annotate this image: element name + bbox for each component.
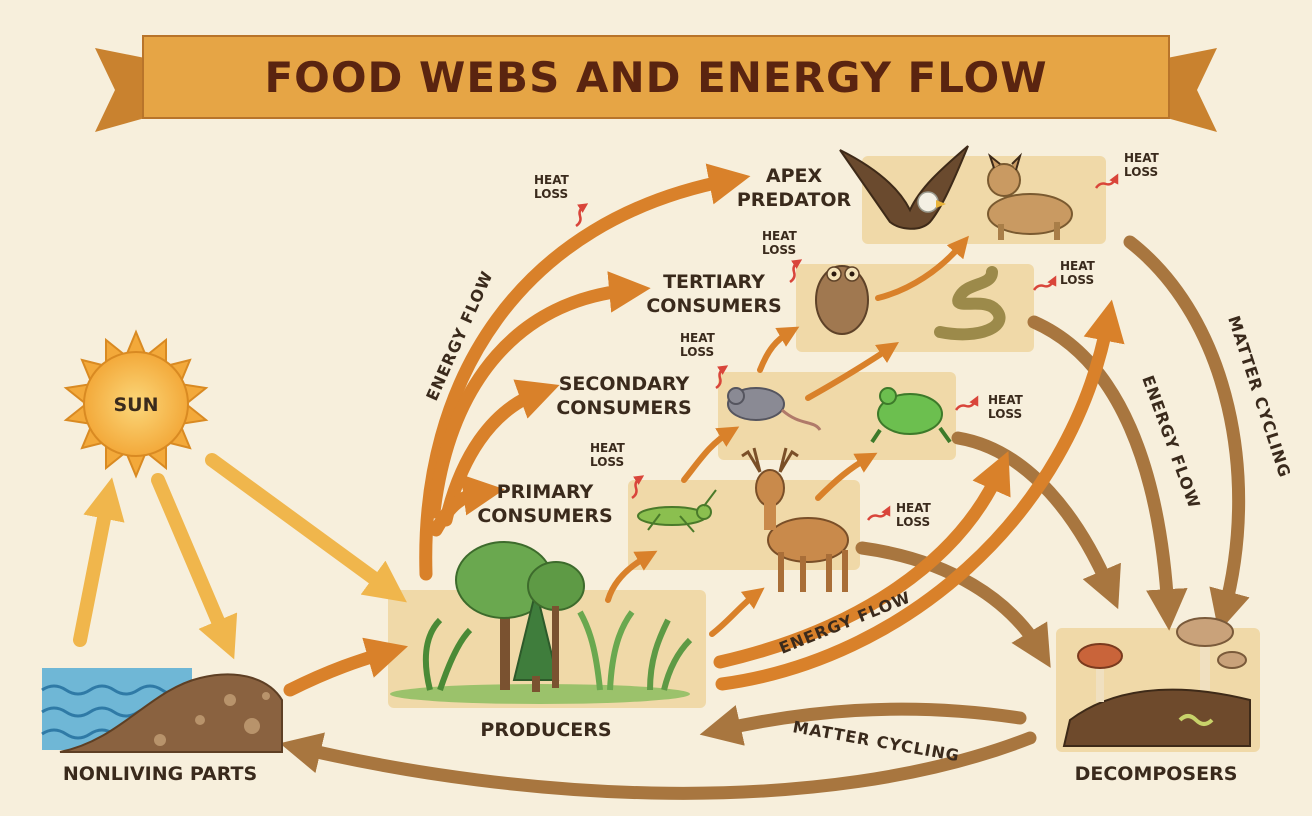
heat-loss-1-line1: HEAT — [534, 173, 570, 187]
apex-label-line1: APEX — [766, 165, 823, 187]
sun-arrows — [73, 453, 407, 660]
snake-icon — [934, 266, 1006, 341]
owl-icon — [815, 265, 869, 335]
tertiary-label-line1: TERTIARY — [663, 271, 765, 293]
frog-to-decomposer-arrow — [951, 431, 1121, 610]
primary-label-line2: CONSUMERS — [477, 505, 612, 527]
eagle-icon — [839, 145, 969, 230]
heat-loss-3-line2: LOSS — [680, 345, 714, 359]
matter-cycling-label-bottom: MATTER CYCLING — [791, 717, 961, 765]
heat-loss-1: HEAT LOSS — [534, 173, 589, 228]
heat-wave-icon — [866, 505, 891, 521]
heat-wave-icon — [1032, 275, 1057, 291]
grasshopper-to-mouse-arrow — [681, 426, 740, 483]
heat-wave-icon — [1094, 173, 1119, 189]
bush-icon — [527, 561, 585, 611]
heat-loss-7-line1: HEAT — [1060, 259, 1096, 273]
feeding-arrows — [605, 235, 969, 637]
mouse-to-snake-arrow — [805, 342, 899, 401]
deer-to-decomposer-arrow — [855, 541, 1051, 668]
heat-loss-8: HEAT LOSS — [1094, 151, 1160, 189]
heat-loss-6-line2: LOSS — [988, 407, 1022, 421]
heat-loss-8-line2: LOSS — [1124, 165, 1158, 179]
producer-to-deer-arrow — [709, 587, 765, 637]
heat-loss-4-line1: HEAT — [590, 441, 626, 455]
matter-arrows — [279, 235, 1250, 800]
nonliving-to-producers-arrow — [283, 637, 408, 697]
fern-icon — [422, 617, 473, 691]
sun-label: SUN — [113, 394, 158, 416]
heat-wave-icon — [575, 203, 589, 228]
heat-loss-3-line1: HEAT — [680, 331, 716, 345]
apex-label-line2: PREDATOR — [737, 189, 852, 211]
heat-loss-4-line2: LOSS — [590, 455, 624, 469]
heat-wave-icon — [715, 365, 729, 390]
sun-disc — [83, 351, 189, 457]
mushroom-icon — [1077, 643, 1123, 669]
secondary-label-line1: SECONDARY — [559, 373, 690, 395]
frog-icon — [870, 387, 952, 444]
heat-loss-3: HEAT LOSS — [680, 331, 729, 390]
heat-loss-1-line2: LOSS — [534, 187, 568, 201]
heat-loss-5-line2: LOSS — [896, 515, 930, 529]
decomposers-label: DECOMPOSERS — [1075, 763, 1238, 785]
mouse-icon — [727, 387, 822, 431]
lynx-icon — [987, 152, 1073, 240]
heat-wave-icon — [954, 395, 979, 411]
heat-loss-6-line1: HEAT — [988, 393, 1024, 407]
sun: SUN — [63, 329, 209, 479]
nonliving-label: NONLIVING PARTS — [63, 763, 257, 785]
mouse-to-owl-arrow — [757, 326, 800, 373]
snake-to-decomposer-arrow — [1027, 315, 1188, 631]
energy-arrows — [283, 163, 1125, 697]
deer-icon — [741, 447, 849, 592]
heat-wave-icon — [631, 475, 645, 500]
energy-flow-to-tertiary-arrow — [427, 271, 651, 519]
heat-loss-4: HEAT LOSS — [590, 441, 645, 500]
tertiary-label-line2: CONSUMERS — [646, 295, 781, 317]
heat-loss-7: HEAT LOSS — [1032, 259, 1096, 291]
heat-loss-7-line2: LOSS — [1060, 273, 1094, 287]
energy-flow-to-primary-arrow — [429, 474, 505, 537]
heat-loss-5: HEAT LOSS — [866, 501, 932, 529]
page-title: FOOD WEBS AND ENERGY FLOW — [264, 53, 1047, 102]
energy-flow-bottom-arrow-2 — [713, 450, 1011, 669]
heat-wave-icon — [789, 259, 803, 284]
owl-to-eagle-arrow — [875, 235, 969, 301]
level-labels: PRODUCERS PRIMARY CONSUMERS SECONDARY CO… — [63, 165, 1238, 785]
decomposer-to-nonliving-arrow — [279, 731, 1037, 800]
producers-illustration — [390, 541, 693, 704]
deer-to-frog-arrow — [815, 452, 878, 501]
producer-to-grasshopper-arrow — [605, 550, 658, 603]
heat-loss-2-line2: LOSS — [762, 243, 796, 257]
nonliving-illustration — [41, 668, 283, 753]
decomposer-to-producers-arrow — [699, 702, 1027, 746]
mushroom-icon-2 — [1176, 617, 1234, 647]
secondary-label-line2: CONSUMERS — [556, 397, 691, 419]
producers-label: PRODUCERS — [480, 719, 611, 741]
heat-loss-8-line1: HEAT — [1124, 151, 1160, 165]
grasshopper-icon — [637, 489, 717, 533]
heat-loss-2: HEAT LOSS — [762, 229, 803, 284]
energy-flow-bottom-arrow — [715, 299, 1125, 691]
title-banner: FOOD WEBS AND ENERGY FLOW — [95, 35, 1217, 132]
matter-cycling-right-arrow — [1123, 235, 1250, 633]
heat-loss-2-line1: HEAT — [762, 229, 798, 243]
heat-loss-6: HEAT LOSS — [954, 393, 1024, 421]
sun-to-producers-arrow — [205, 453, 407, 603]
decomposers-illustration — [1062, 617, 1251, 747]
sun-to-nonliving-arrow — [151, 473, 238, 660]
primary-label-line1: PRIMARY — [497, 481, 594, 503]
nonliving-to-sun-arrow — [73, 477, 125, 647]
heat-loss-markers: HEAT LOSS HEAT LOSS HEAT LOSS HEAT LOSS … — [534, 151, 1160, 529]
heat-loss-5-line1: HEAT — [896, 501, 932, 515]
